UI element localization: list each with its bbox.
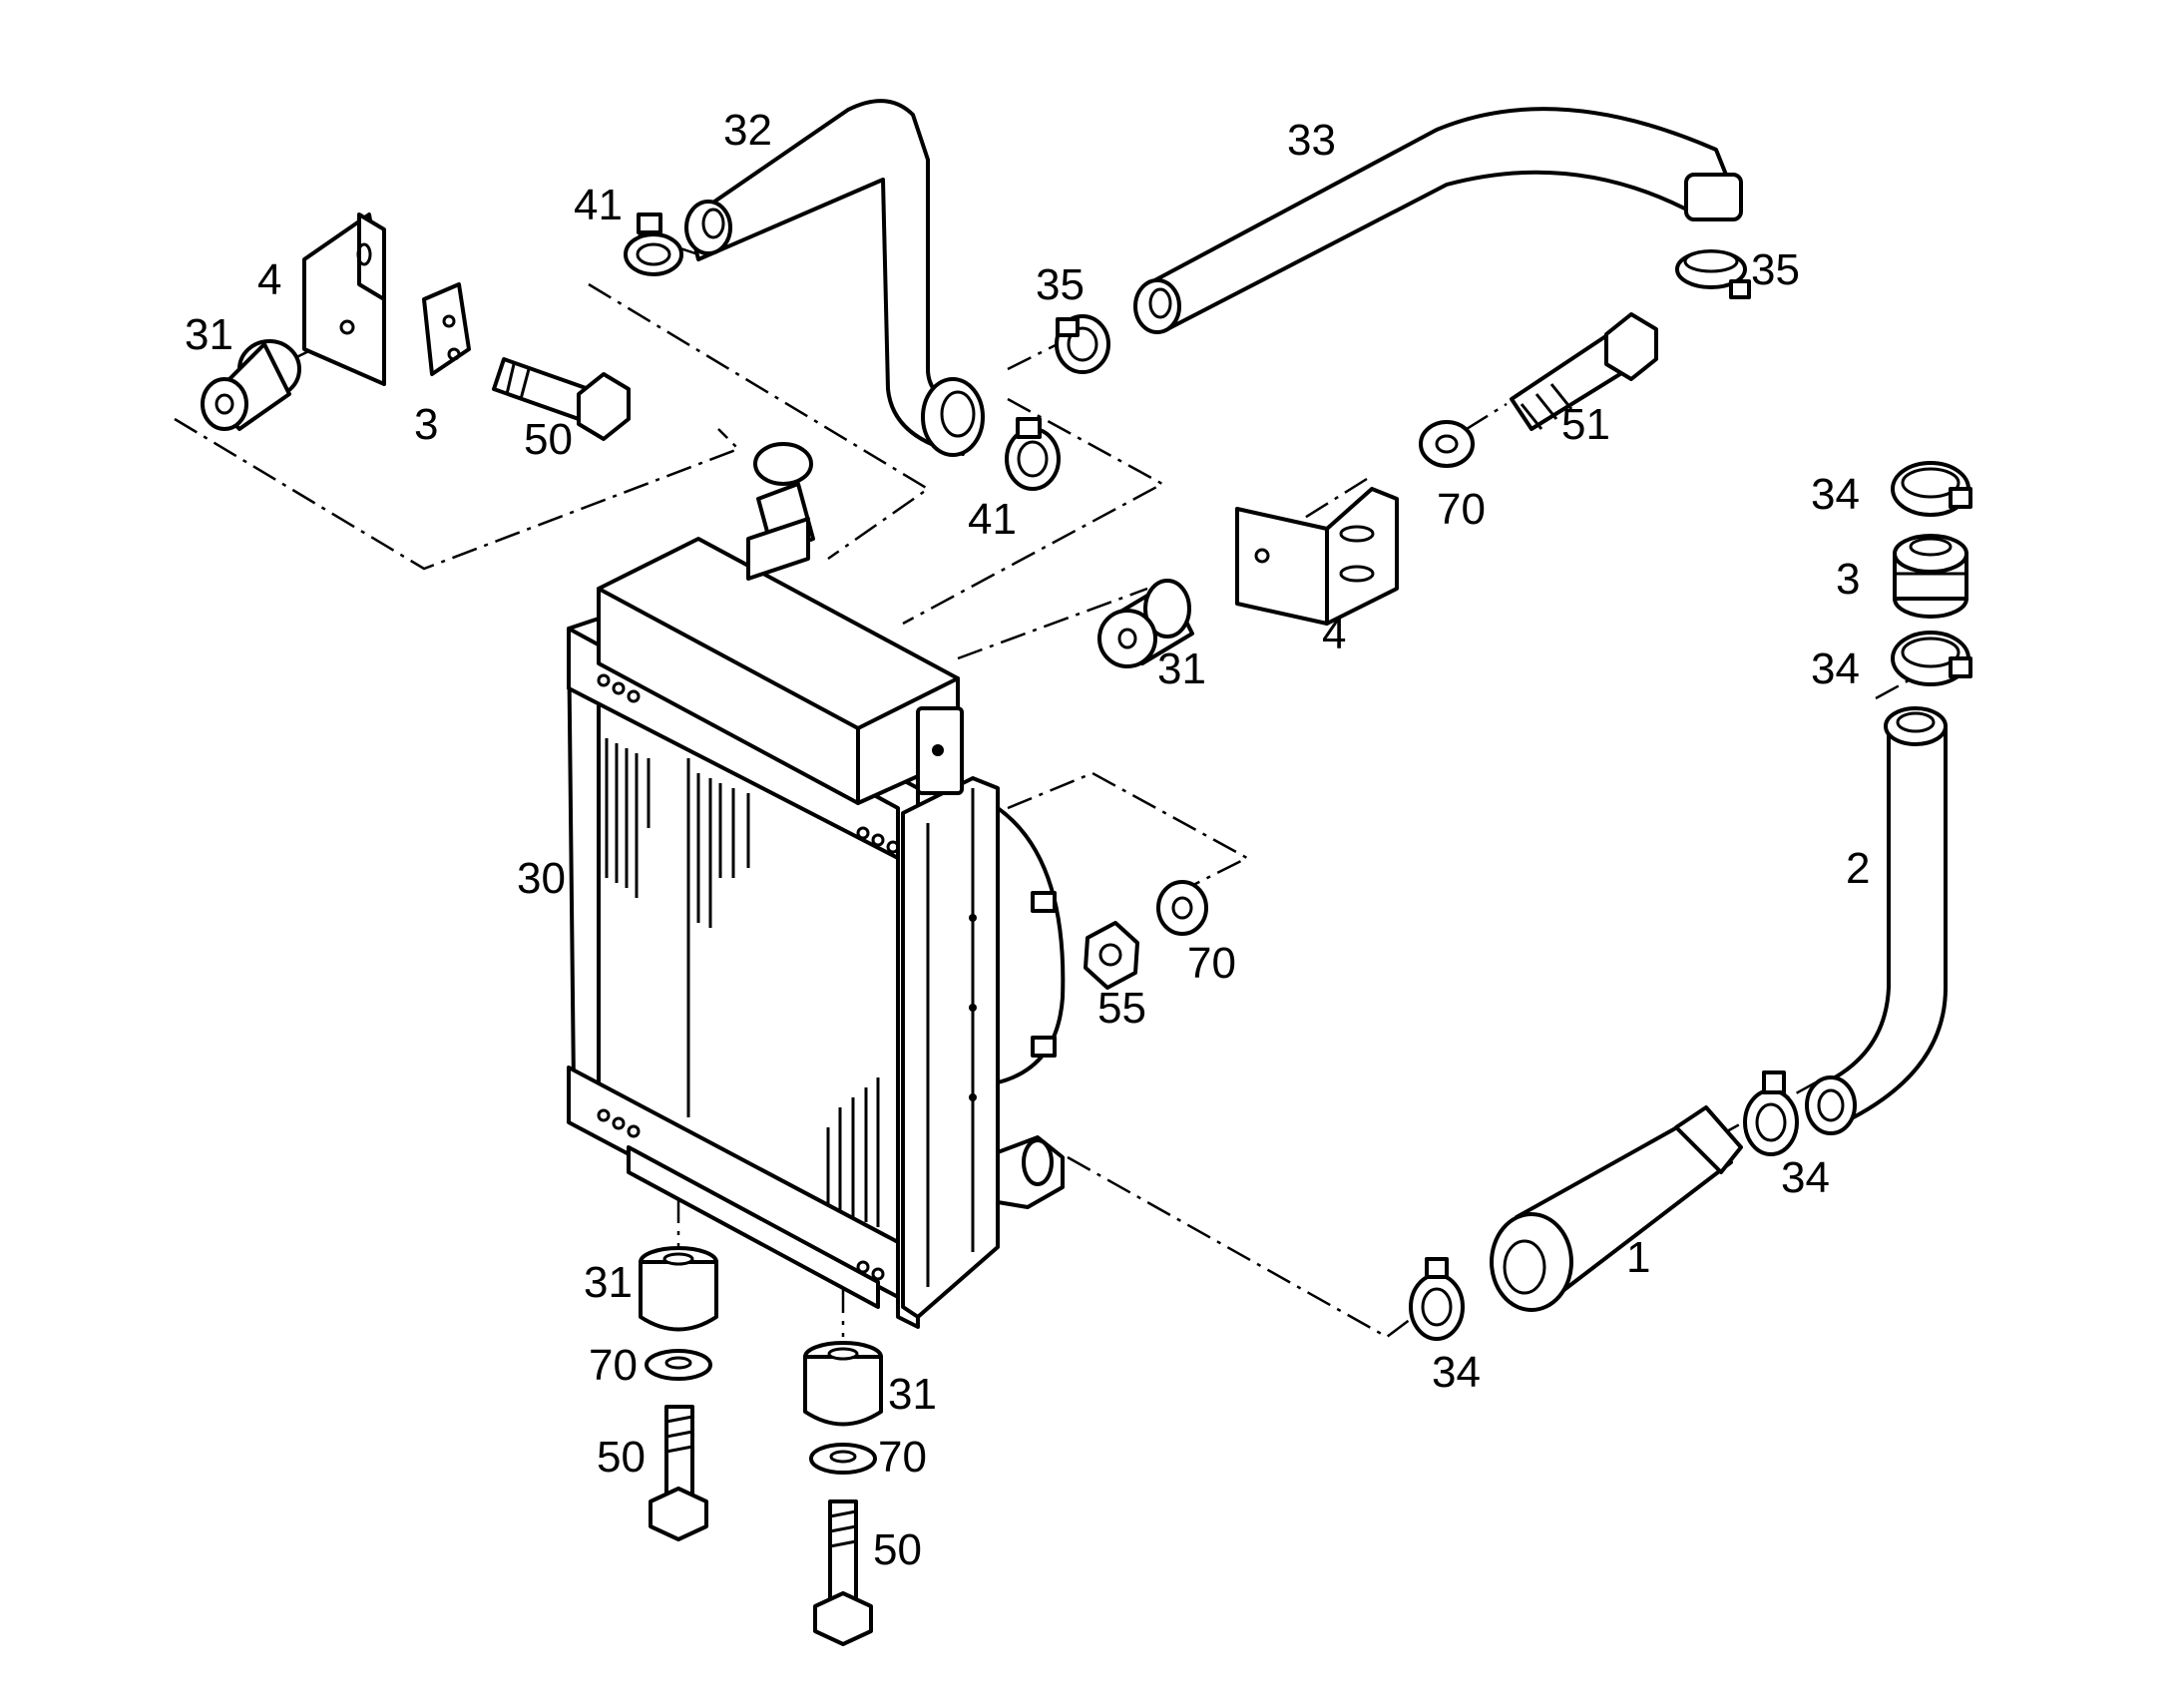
radiator-assembly xyxy=(567,442,1066,1329)
clamp-41-lower xyxy=(1005,417,1061,491)
clamp-41-upper xyxy=(624,213,683,276)
callout-34-middle: 34 xyxy=(1811,644,1860,693)
rubber-mount-31-bottom-left xyxy=(639,1246,718,1332)
callout-34-bottom: 34 xyxy=(1432,1348,1481,1397)
clamp-35-left xyxy=(1055,314,1110,374)
callout-34-right: 34 xyxy=(1781,1153,1830,1202)
hose-32 xyxy=(684,99,985,457)
callout-labels: 32 33 41 41 35 35 4 4 31 31 31 31 3 3 50… xyxy=(185,106,1870,1574)
washer-70-bottom-left xyxy=(645,1349,712,1381)
hose-33 xyxy=(1133,107,1743,334)
bolt-50-bottom-left xyxy=(649,1405,708,1541)
callout-50-bottom-middle: 50 xyxy=(873,1525,922,1574)
washer-70-middle xyxy=(1156,880,1208,936)
callout-33: 33 xyxy=(1287,116,1336,165)
rubber-mount-31-right xyxy=(1097,579,1194,668)
radiator-fins xyxy=(605,738,880,1227)
bracket-4-right xyxy=(1235,487,1399,626)
bolt-50-bottom-middle xyxy=(813,1499,873,1646)
clamp-35-right xyxy=(1675,249,1751,299)
callout-1: 1 xyxy=(1626,1233,1650,1282)
clamp-34-top xyxy=(1891,461,1972,517)
washer-70-bottom-middle xyxy=(809,1443,877,1475)
sleeve-3-right xyxy=(1893,534,1968,619)
callout-55: 55 xyxy=(1097,984,1146,1033)
callout-70-middle: 70 xyxy=(1187,939,1236,988)
bolt-50-upper xyxy=(492,357,631,441)
washer-70-right xyxy=(1419,420,1475,468)
callout-50-bottom-left: 50 xyxy=(597,1433,646,1482)
bracket-4-left xyxy=(302,213,386,386)
callout-3-right: 3 xyxy=(1836,555,1860,604)
callout-34-top: 34 xyxy=(1811,470,1860,519)
rubber-mount-31-bottom-middle xyxy=(803,1341,883,1427)
callout-31-right: 31 xyxy=(1157,644,1206,693)
callout-50-upper: 50 xyxy=(524,415,573,464)
callout-70-bottom-left: 70 xyxy=(589,1341,638,1390)
plate-3-left xyxy=(422,282,471,376)
callout-4-left: 4 xyxy=(257,255,281,304)
callout-31-bottom-middle: 31 xyxy=(888,1370,937,1419)
callout-51: 51 xyxy=(1561,400,1610,449)
callout-35-left: 35 xyxy=(1036,260,1085,309)
callout-70-right: 70 xyxy=(1437,485,1486,534)
clamp-34-right xyxy=(1743,1070,1799,1156)
clamp-34-bottom xyxy=(1409,1257,1465,1341)
callout-31-bottom-left: 31 xyxy=(584,1258,633,1307)
rubber-mount-31-upper-left xyxy=(201,339,301,431)
hose-2 xyxy=(1805,706,1948,1135)
callout-30: 30 xyxy=(517,854,566,903)
clamp-34-middle xyxy=(1891,631,1972,686)
hose-1 xyxy=(1490,1105,1743,1312)
callout-41-upper: 41 xyxy=(574,181,623,229)
callout-32: 32 xyxy=(723,106,772,155)
callout-31-upper-left: 31 xyxy=(185,310,233,359)
nut-55 xyxy=(1084,921,1139,990)
callout-3-left: 3 xyxy=(414,400,438,449)
callout-4-right: 4 xyxy=(1322,610,1346,658)
callout-41-lower: 41 xyxy=(968,495,1017,544)
bolt-51 xyxy=(1510,312,1658,431)
callout-35-right: 35 xyxy=(1751,245,1800,294)
callout-70-bottom-middle: 70 xyxy=(878,1433,927,1482)
callout-2: 2 xyxy=(1846,844,1870,893)
